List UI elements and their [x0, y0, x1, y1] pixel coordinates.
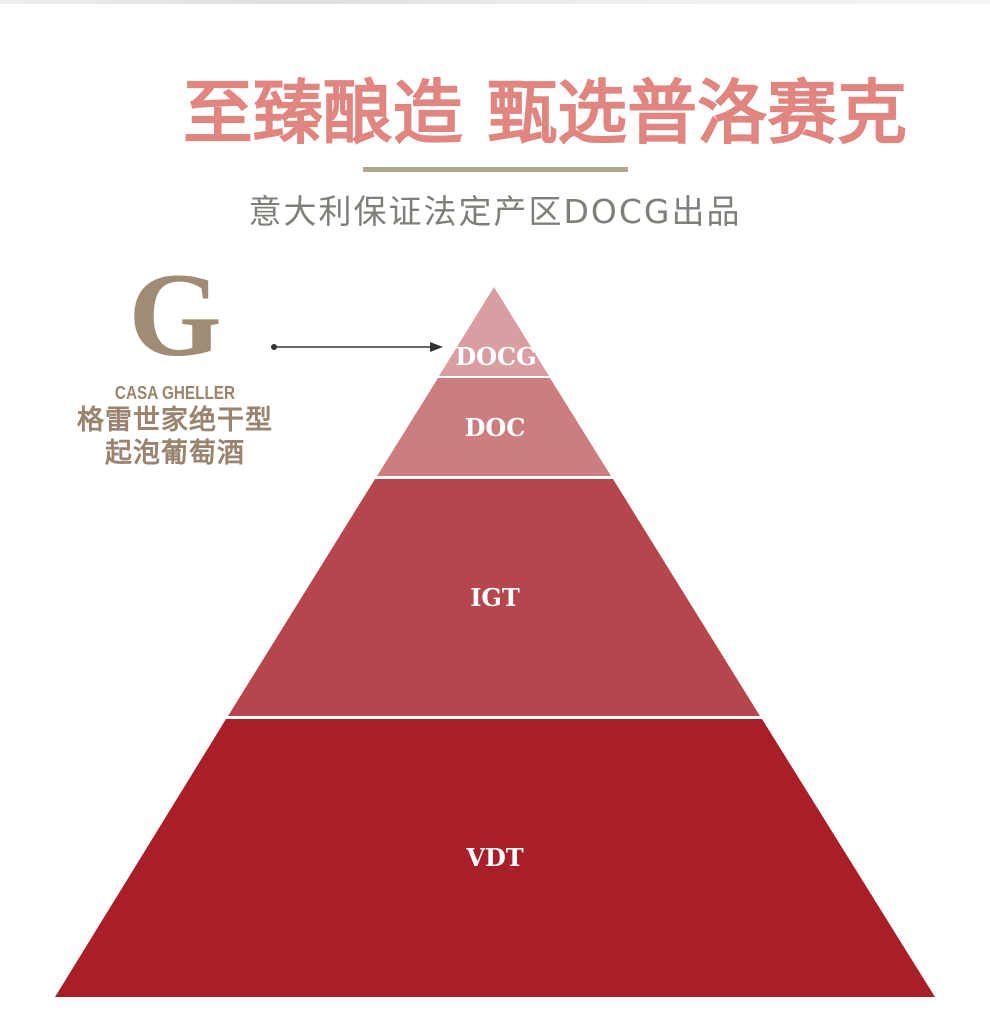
- divider: [363, 167, 628, 172]
- label-docg: DOCG: [455, 342, 536, 371]
- brand-name: CASA GHELLER: [114, 383, 236, 403]
- label-doc: DOC: [465, 413, 526, 442]
- pyramid-level-doc: [377, 378, 611, 476]
- product-name-line1: 格雷世家绝干型: [77, 405, 273, 436]
- product-name-line2: 起泡葡萄酒: [105, 438, 245, 469]
- pyramid-level-vdt: [55, 719, 935, 997]
- brand-logo: G CASA GHELLER 格雷世家绝干型 起泡葡萄酒: [60, 250, 290, 470]
- label-igt: IGT: [470, 583, 520, 612]
- pyramid-level-docg: [439, 287, 549, 376]
- pointer-dot: [271, 344, 277, 350]
- page-title: 至臻酿造 甄选普洛赛克: [182, 72, 908, 154]
- label-vdt: VDT: [465, 843, 523, 872]
- top-image-strip: [0, 0, 990, 4]
- subtitle: 意大利保证法定产区DOCG出品: [248, 192, 742, 231]
- pyramid-level-igt: [228, 479, 760, 716]
- logo-g-mark: G: [128, 250, 222, 380]
- arrow-head-icon: [430, 342, 443, 352]
